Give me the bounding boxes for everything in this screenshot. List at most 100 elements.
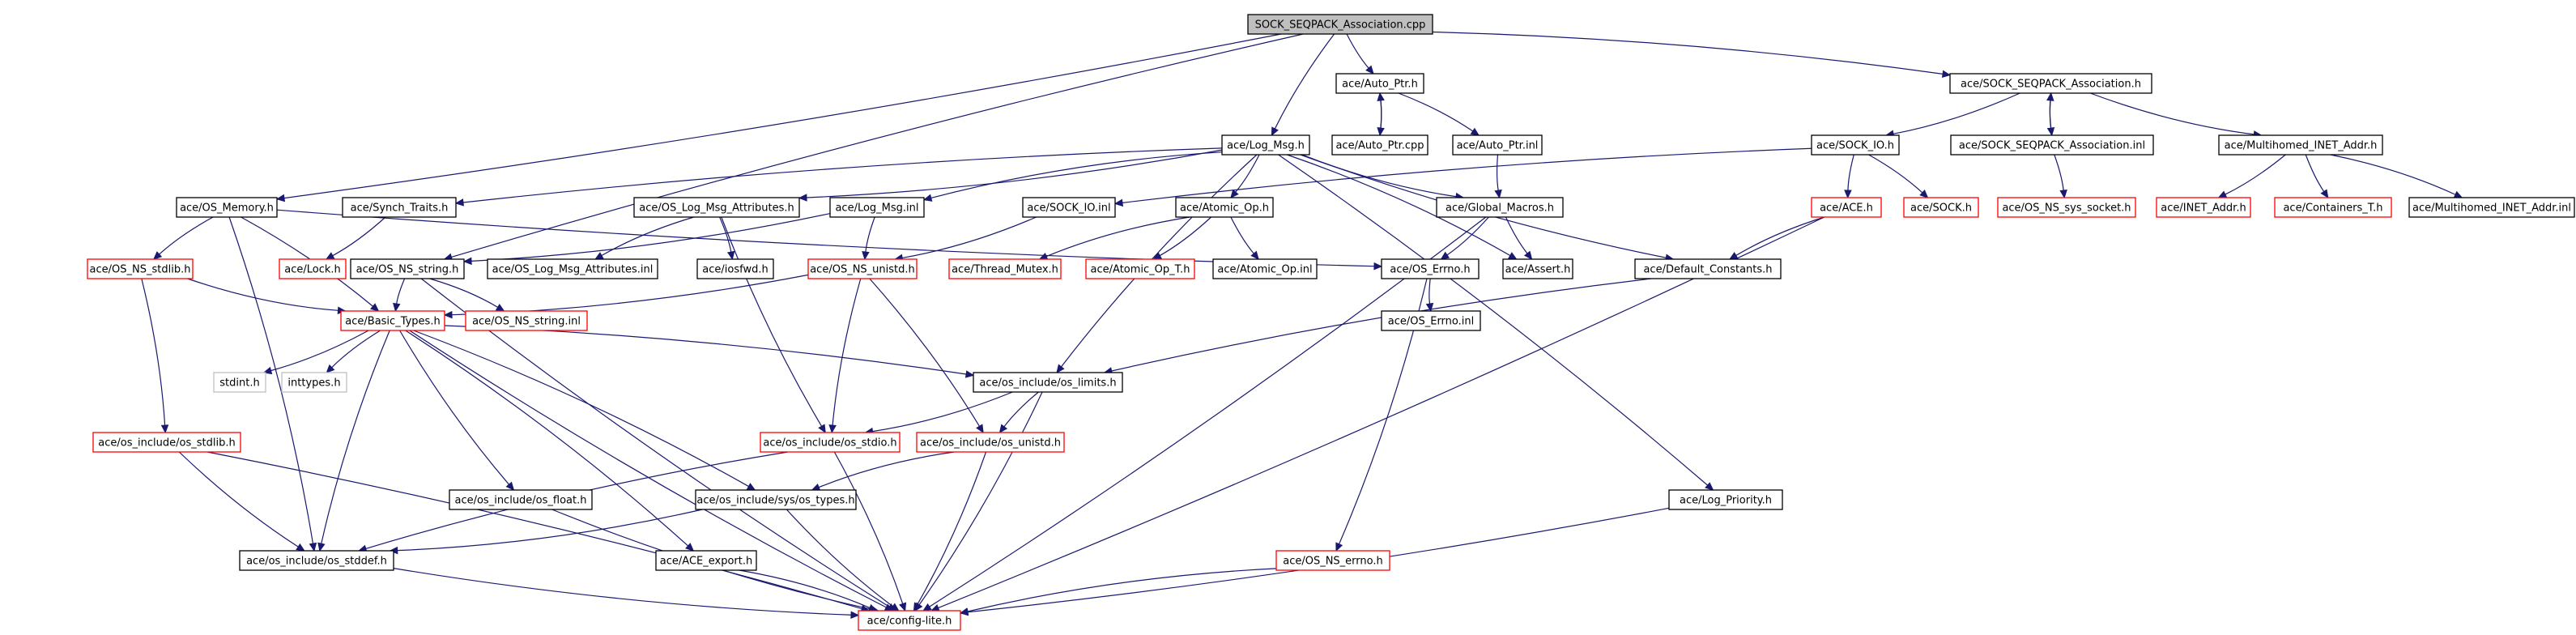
node-containers-t-h[interactable]: ace/Containers_T.h [2274,197,2392,218]
edge-line [601,216,695,257]
node-os-ns-string-h[interactable]: ace/OS_NS_string.h [350,258,465,279]
node-box [633,197,800,218]
node-os-float-h[interactable]: ace/os_include/os_float.h [449,489,593,510]
node-os-stdlib-h[interactable]: ace/os_include/os_stdlib.h [92,432,241,453]
node-assert-h[interactable]: ace/Assert.h [1502,258,1573,279]
node-iosfwd-h[interactable]: ace/iosfwd.h [696,258,774,279]
node-ace-export-h[interactable]: ace/ACE_export.h [655,550,757,571]
node-os-stdio-h[interactable]: ace/os_include/os_stdio.h [760,432,901,453]
node-box [1452,134,1543,156]
edge-arrowhead [317,542,326,552]
edge-line [1287,154,1511,257]
node-label: ace/SOCK_IO.inl [1027,202,1110,215]
node-box [2156,197,2251,218]
node-os-errno-inl[interactable]: ace/OS_Errno.inl [1381,310,1481,331]
node-os-limits-h[interactable]: ace/os_include/os_limits.h [973,372,1123,393]
node-auto-ptr-h[interactable]: ace/Auto_Ptr.h [1335,73,1424,94]
node-os-ns-stdlib-h[interactable]: ace/OS_NS_stdlib.h [87,258,194,279]
node-box [1903,197,1979,218]
node-sock-io-h[interactable]: ace/SOCK_IO.h [1811,134,1900,156]
node-assoc-h[interactable]: ace/SOCK_SEQPACK_Association.h [1949,73,2152,94]
edge-arrowhead [1056,364,1065,373]
node-log-msg-inl[interactable]: ace/Log_Msg.inl [829,197,925,218]
edge-arrowhead [862,251,870,261]
edge-line [332,216,386,257]
edge-line [2305,154,2325,192]
node-root[interactable]: SOCK_SEQPACK_Association.cpp [1247,14,1433,35]
node-box [239,550,394,571]
edge-line [429,278,499,308]
edge-line [2330,154,2456,195]
node-sock-io-inl[interactable]: ace/SOCK_IO.inl [1022,197,1116,218]
edge-line [818,451,955,488]
nodes-layer: SOCK_SEQPACK_Association.cpp ace/Auto_Ptr… [87,14,2575,631]
edge-line [270,330,369,372]
node-basic-types-h[interactable]: ace/Basic_Types.h [340,310,445,331]
node-log-priority-h[interactable]: ace/Log_Priority.h [1668,489,1783,510]
node-auto-ptr-cpp[interactable]: ace/Auto_Ptr.cpp [1331,134,1429,156]
node-label: ace/Atomic_Op_T.h [1091,264,1190,276]
node-os-ns-unistd-h[interactable]: ace/OS_NS_unistd.h [807,258,918,279]
node-config-lite-h[interactable]: ace/config-lite.h [858,610,961,631]
node-os-ns-errno-h[interactable]: ace/OS_NS_errno.h [1275,550,1390,571]
node-box [1335,73,1424,94]
node-assoc-inl[interactable]: ace/SOCK_SEQPACK_Association.inl [1950,134,2154,156]
node-oslma-h[interactable]: ace/OS_Log_Msg_Attributes.h [633,197,800,218]
edge-arrowhead [1038,252,1049,260]
node-sock-h[interactable]: ace/SOCK.h [1903,197,1979,218]
node-stdint-h[interactable]: stdint.h [213,372,266,393]
node-os-unistd-h[interactable]: ace/os_include/os_unistd.h [916,432,1065,453]
edge-n_log_msg_h-to-n_global_macros_h [1301,154,1465,201]
node-box [760,432,901,453]
node-ace-h[interactable]: ace/ACE.h [1811,197,1882,218]
node-label: ace/os_include/os_float.h [454,495,586,507]
node-os-ns-sys-socket-h[interactable]: ace/OS_NS_sys_socket.h [1997,197,2136,218]
node-inttypes-h[interactable]: inttypes.h [281,372,347,393]
node-os-errno-h[interactable]: ace/OS_Errno.h [1381,258,1480,279]
node-box [1175,197,1274,218]
node-default-constants-h[interactable]: ace/Default_Constants.h [1634,258,1782,279]
node-atomic-op-h[interactable]: ace/Atomic_Op.h [1175,197,1274,218]
edge-line [283,33,1282,199]
edge-line [1429,278,1431,305]
node-box [1668,489,1783,510]
node-box [655,550,757,571]
edge-n_auto_ptr_cpp-to-n_auto_ptr_h [1377,92,1385,136]
node-atomic-op-inl[interactable]: ace/Atomic_Op.inl [1212,258,1318,279]
node-thread-mutex-h[interactable]: ace/Thread_Mutex.h [948,258,1062,279]
node-oslma-inl[interactable]: ace/OS_Log_Msg_Attributes.inl [487,258,658,279]
node-inet-addr-h[interactable]: ace/INET_Addr.h [2156,197,2251,218]
node-global-macros-h[interactable]: ace/Global_Macros.h [1436,197,1564,218]
node-auto-ptr-inl[interactable]: ace/Auto_Ptr.inl [1452,134,1543,156]
node-lock-h[interactable]: ace/Lock.h [279,258,347,279]
edge-line [917,451,987,605]
node-label: ace/Lock.h [284,264,341,276]
node-box [2218,134,2383,156]
edge-n_os_ns_errno_h-to-n_config_lite_h [959,568,1277,616]
node-box [487,258,658,279]
node-os-sys-types-h[interactable]: ace/os_include/sys/os_types.h [695,489,857,510]
node-box [342,197,457,218]
node-synch-traits-h[interactable]: ace/Synch_Traits.h [342,197,457,218]
edge-line [1346,33,1369,69]
node-atomic-op-t-h[interactable]: ace/Atomic_Op_T.h [1085,258,1195,279]
node-box [696,258,774,279]
node-mh-inet-h[interactable]: ace/Multihomed_INET_Addr.h [2218,134,2383,156]
node-box [1331,134,1429,156]
edge-n_assoc_inl-to-n_assoc_h [2046,92,2054,136]
edge-line [1446,216,1489,256]
edge-n_oslma_h-to-n_iosfwd_h [719,216,735,261]
edge-line [1111,278,1652,372]
edge-n_os_ns_unistd_h-to-n_os_stdio_h [828,278,862,434]
node-log-msg-h[interactable]: ace/Log_Msg.h [1221,134,1310,156]
node-os-stddef-h[interactable]: ace/os_include/os_stddef.h [239,550,394,571]
node-os-ns-string-inl[interactable]: ace/OS_NS_string.inl [465,310,588,331]
node-box [1997,197,2136,218]
edge-n_synch_traits_h-to-n_lock_h [325,216,386,260]
node-os-memory-h[interactable]: ace/OS_Memory.h [176,197,278,218]
node-label: ace/OS_NS_string.inl [472,316,581,328]
node-label: ace/OS_Errno.inl [1388,316,1474,328]
node-label: ace/os_include/os_limits.h [979,377,1116,390]
node-box [1811,134,1900,156]
node-mh-inet-inl[interactable]: ace/Multihomed_INET_Addr.inl [2408,197,2575,218]
